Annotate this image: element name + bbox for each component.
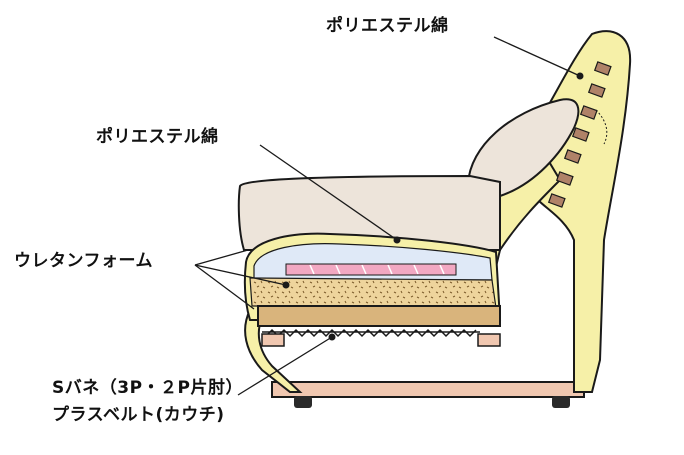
leader-dots bbox=[282, 72, 584, 341]
label-polyester-back: ポリエステル綿 bbox=[326, 16, 449, 36]
wood-board bbox=[257, 305, 501, 327]
leg-right bbox=[552, 396, 570, 408]
label-s-spring: Sバネ（3P・２P片肘） bbox=[52, 378, 243, 398]
leader-lines bbox=[194, 36, 581, 396]
back-springs bbox=[547, 61, 612, 208]
front-frame bbox=[244, 308, 303, 393]
label-polyester-seat: ポリエステル綿 bbox=[96, 127, 219, 147]
spring-mount-left bbox=[261, 333, 285, 347]
pink-pad bbox=[285, 263, 457, 276]
spring-mount-right bbox=[477, 333, 501, 347]
seat-cushion bbox=[237, 174, 501, 251]
s-spring bbox=[262, 328, 480, 338]
label-urethane-foam: ウレタンフォーム bbox=[14, 251, 153, 271]
label-plus-belt: プラスベルト(カウチ) bbox=[52, 405, 225, 425]
outer-frame bbox=[526, 30, 632, 393]
pink-pad-lines bbox=[309, 264, 445, 275]
base-board bbox=[271, 381, 585, 398]
leg-left bbox=[294, 396, 312, 408]
